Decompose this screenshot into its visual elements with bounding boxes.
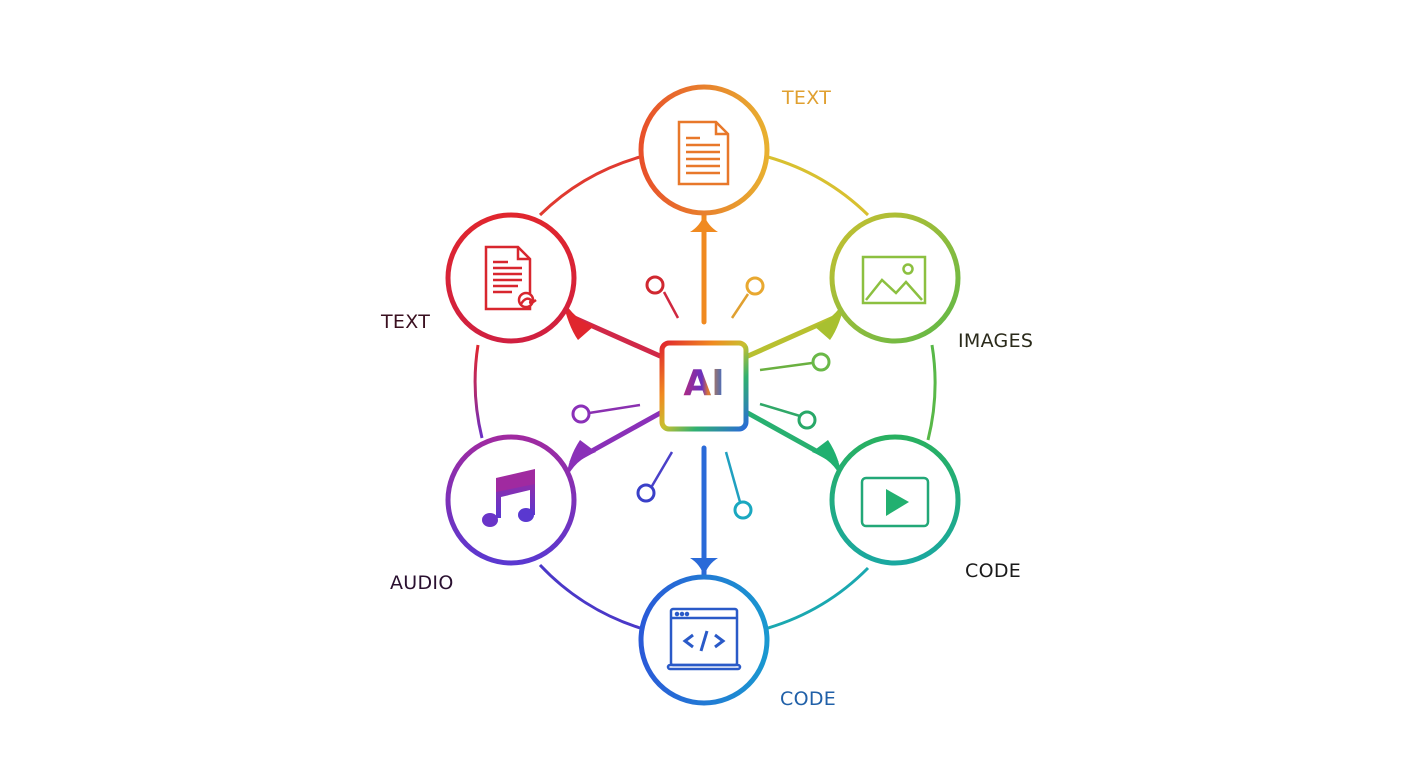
node-label-code-video: CODE (965, 560, 1022, 582)
outer-ring (473, 155, 937, 630)
ai-chip (637, 319, 771, 453)
code-window-icon (666, 607, 742, 671)
node-dot (733, 500, 753, 520)
ai-chip-label: AI (662, 362, 746, 406)
node-label-audio: AUDIO (390, 572, 454, 594)
node-dot (645, 275, 665, 295)
image-icon (861, 255, 927, 305)
video-play-icon (860, 476, 930, 528)
node-label-text-top: TEXT (782, 87, 832, 109)
connectors (562, 212, 846, 579)
node-dot (811, 352, 831, 372)
node-dot (797, 410, 817, 430)
satellite-dots (571, 275, 831, 520)
document-icon (677, 120, 730, 186)
signed-document-icon (484, 245, 537, 311)
node-dot (745, 276, 765, 296)
node-label-code: CODE (780, 688, 837, 710)
node-dot (636, 483, 656, 503)
ai-chip-label-text: AI (683, 363, 725, 404)
node-dot (571, 404, 591, 424)
music-note-icon (482, 469, 535, 527)
node-label-text-left: TEXT (381, 311, 431, 333)
node-label-images: IMAGES (958, 330, 1034, 352)
